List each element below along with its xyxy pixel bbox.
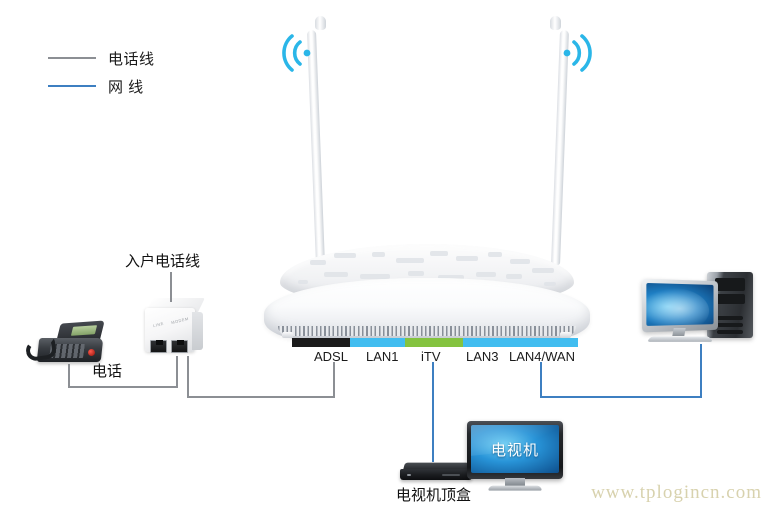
router-port-strip: [292, 338, 578, 347]
cable-computer-up: [700, 344, 702, 398]
pc-monitor-foot: [646, 336, 714, 342]
wifi-signal-right-icon: [563, 34, 592, 72]
set-top-box: [400, 462, 472, 482]
port-label-lan4wan: LAN4/WAN: [509, 349, 575, 364]
pc-monitor: [642, 278, 718, 333]
desktop-computer: [641, 272, 766, 350]
phone-display: [70, 325, 98, 336]
port-label-adsl: ADSL: [314, 349, 348, 364]
cable-lan4-to-computer: [540, 396, 702, 398]
tv-stand-neck: [505, 478, 525, 486]
splitter-front-face: LINE MODEM: [145, 308, 195, 353]
tv-screen-label: 电视机: [490, 442, 539, 459]
wifi-signal-left-icon: [282, 34, 311, 72]
stb-front-face: [400, 469, 472, 480]
router-foot-right: [560, 332, 571, 338]
antenna-left-tip-icon: [315, 16, 326, 30]
legend-line-phone-icon: [48, 57, 96, 59]
port-segment-lan4wan[interactable]: [519, 338, 578, 347]
phone-red-button: [88, 349, 95, 356]
cable-adsl-up: [333, 362, 335, 398]
cable-phone-to-splitter: [176, 356, 178, 388]
cable-itv-to-stb: [432, 362, 434, 462]
cable-splitter-down: [187, 356, 189, 398]
port-segment-itv[interactable]: [405, 338, 463, 347]
label-set-top-box: 电视机顶盒: [396, 487, 472, 504]
splitter-side-face: [192, 312, 203, 350]
splitter-jack-modem[interactable]: [171, 340, 188, 353]
stb-led-icon: [407, 474, 411, 476]
pc-wallpaper-swirl: [646, 286, 710, 326]
port-label-lan3: LAN3: [466, 349, 499, 364]
router-foot-left: [282, 332, 293, 338]
label-telephone: 电话: [92, 363, 123, 380]
pc-tower: [707, 272, 753, 338]
cable-incoming-phone-vertical: [170, 272, 172, 302]
port-segment-lan1[interactable]: [350, 338, 405, 347]
router-body: [262, 230, 592, 350]
port-segment-lan3[interactable]: [463, 338, 519, 347]
port-label-itv: iTV: [421, 349, 441, 364]
port-label-lan1: LAN1: [366, 349, 399, 364]
television: 电视机: [467, 421, 563, 495]
port-segment-adsl[interactable]: [292, 338, 350, 347]
cable-splitter-to-adsl: [187, 396, 335, 398]
cable-lan4-down: [540, 362, 542, 398]
router-vent-grille: [278, 326, 576, 336]
stb-slot: [442, 474, 460, 476]
splitter-jack-line[interactable]: [150, 340, 167, 353]
antenna-right-tip-icon: [550, 16, 561, 30]
legend-line-network-icon: [48, 85, 96, 87]
telephone: [24, 318, 108, 366]
adsl-splitter: LINE MODEM: [143, 298, 205, 356]
tv-screen: 电视机: [471, 425, 559, 473]
pc-monitor-stand: [672, 328, 686, 336]
legend-label-phone: 电话线: [108, 51, 155, 68]
cable-phone-horizontal: [68, 386, 178, 388]
label-incoming-phone-line: 入户电话线: [125, 253, 201, 270]
legend-label-network: 网 线: [108, 79, 144, 96]
site-watermark: www.tplogincn.com: [591, 482, 762, 503]
cable-phone-vertical: [68, 364, 70, 388]
tv-bezel: 电视机: [467, 421, 563, 479]
pc-monitor-screen: [646, 282, 714, 326]
tv-stand-base: [487, 485, 543, 491]
